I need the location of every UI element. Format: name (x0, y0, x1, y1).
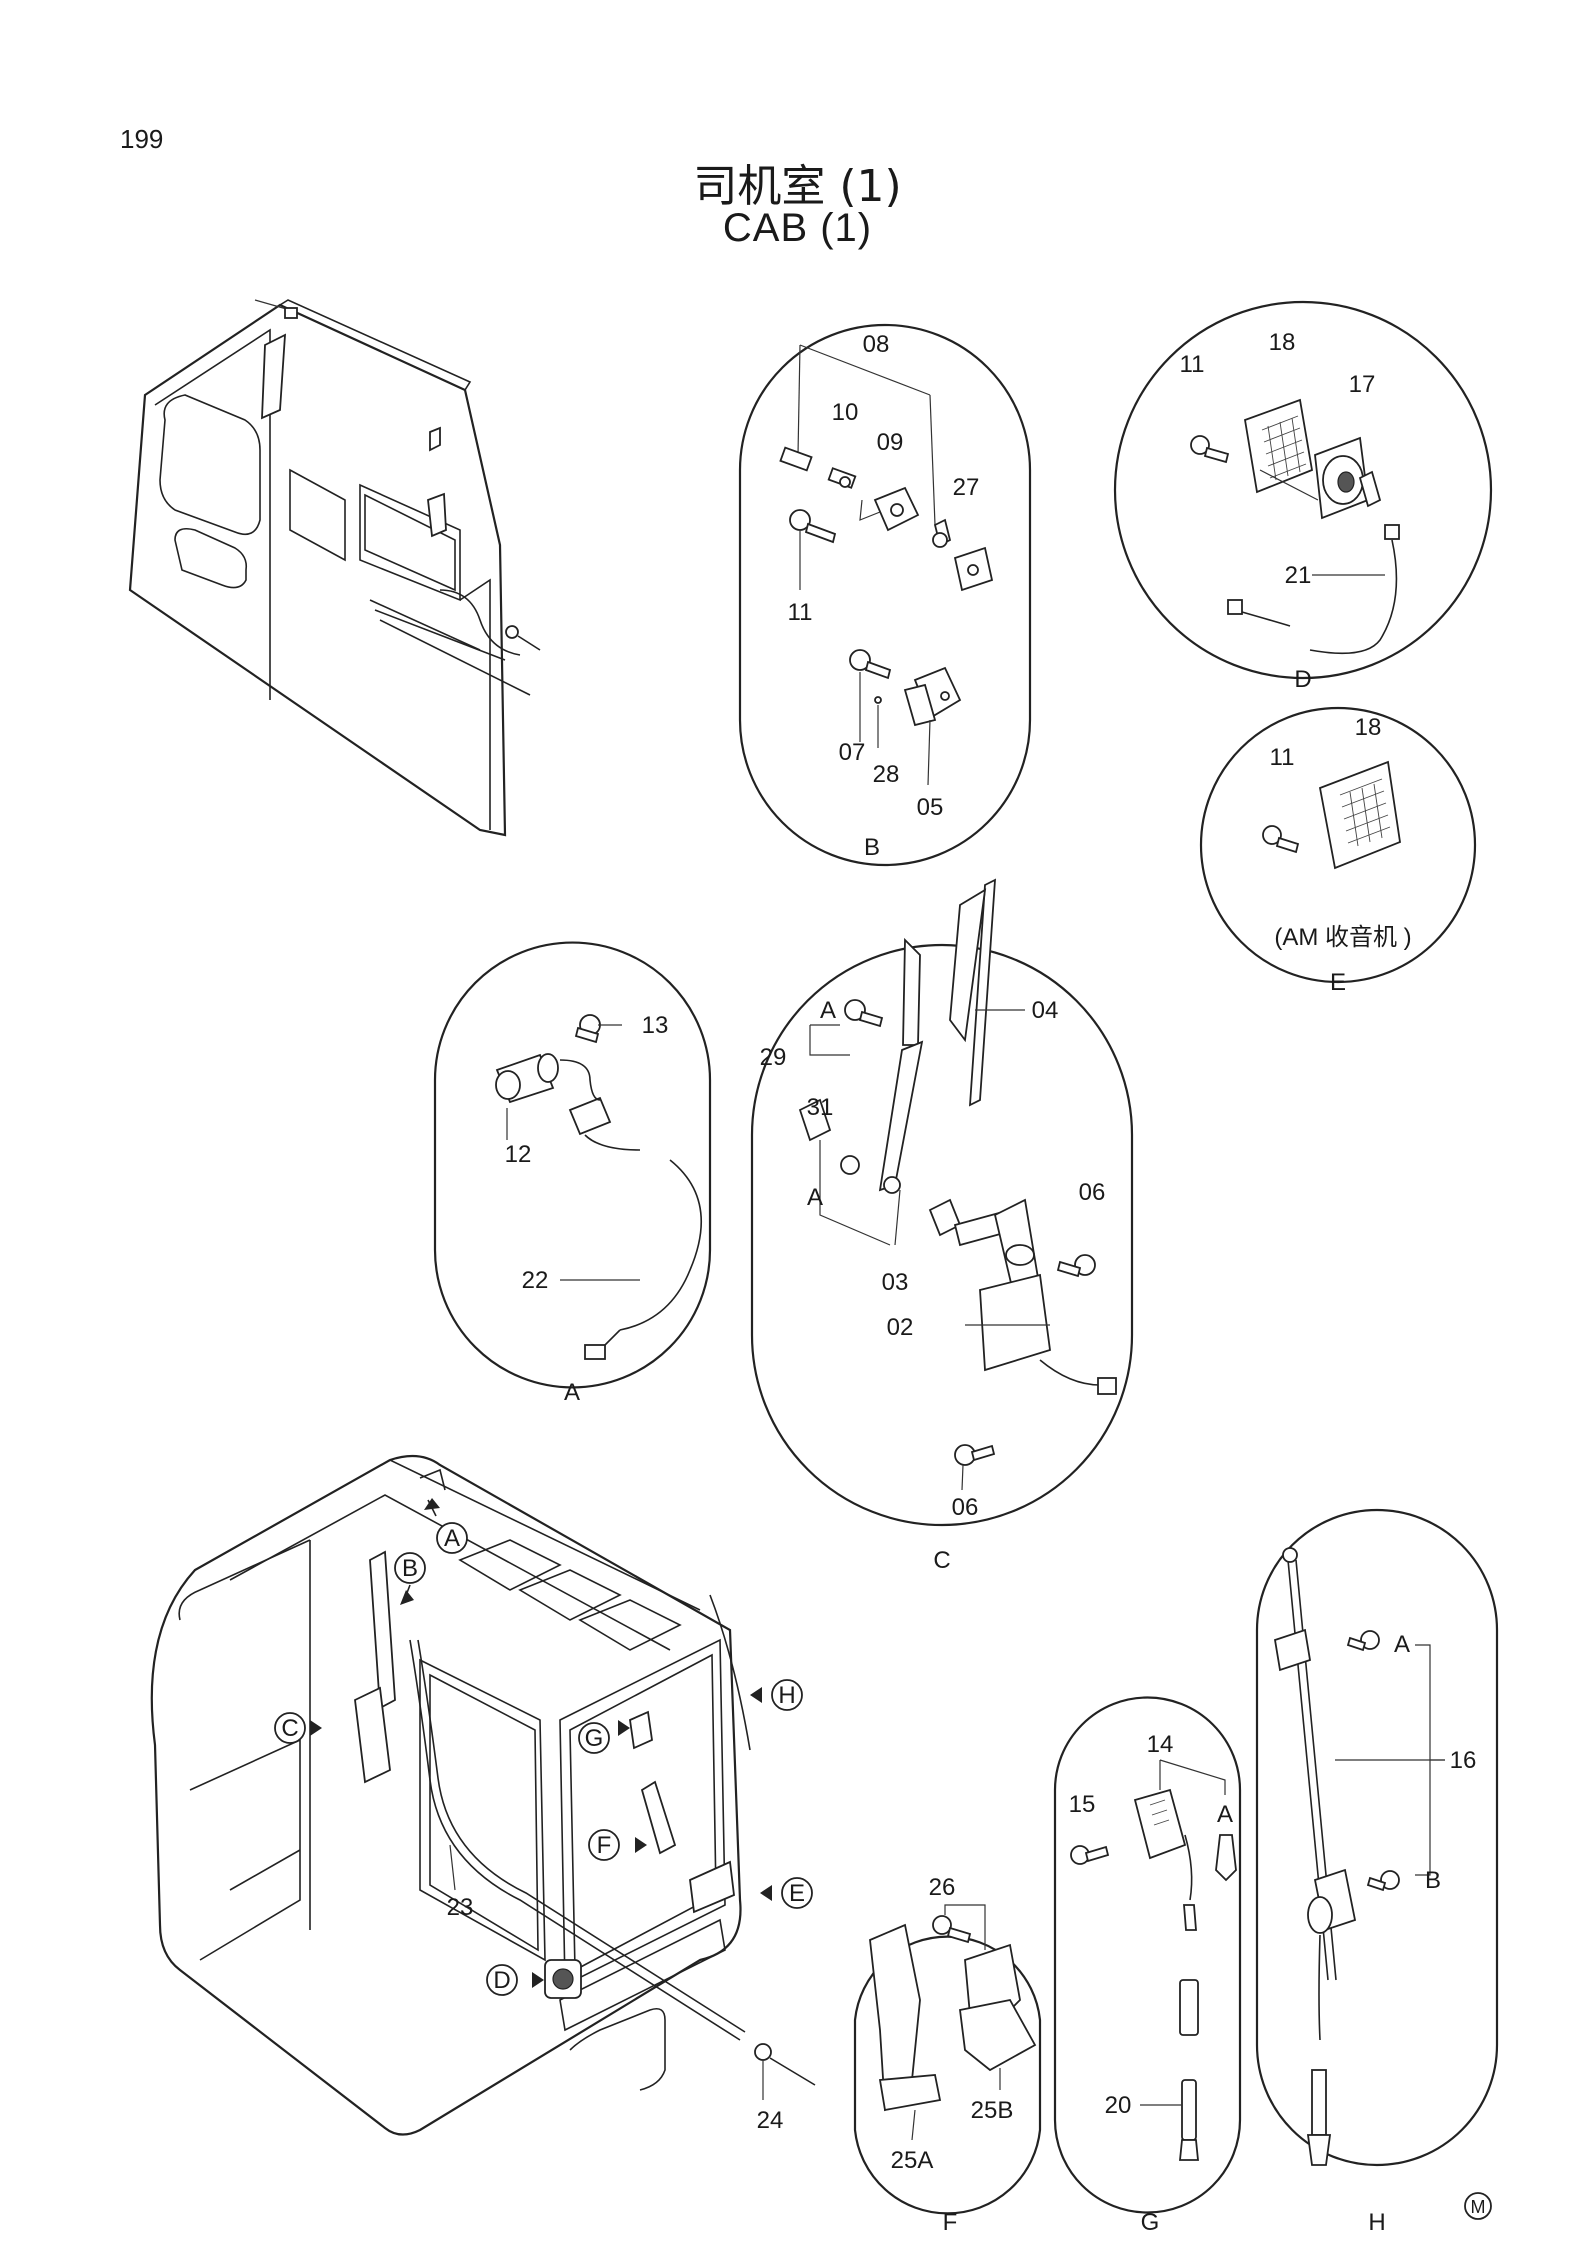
callout-c: C (274, 1712, 322, 1744)
detail-label-h: H (1368, 2209, 1385, 2236)
svg-text:B: B (402, 1555, 418, 1582)
title-chinese: 司机室 (1) (693, 161, 902, 212)
callout-g: G (578, 1720, 630, 1754)
part-label: 12 (505, 1141, 532, 1168)
part-label: 08 (863, 331, 890, 358)
svg-text:C: C (281, 1715, 298, 1742)
part-label: 07 (839, 739, 866, 766)
cab-callouts: A B C D E F G (274, 1498, 813, 1996)
callout-f: F (588, 1829, 647, 1861)
detail-label-g: G (1141, 2209, 1160, 2236)
callout-b: B (394, 1552, 426, 1605)
part-label: 02 (887, 1314, 914, 1341)
svg-text:H: H (778, 1682, 795, 1709)
corner-mark: M (1464, 2192, 1492, 2220)
leader-lines (449, 574, 1340, 2100)
detail-e-note: (AM 收音机 ) (1274, 924, 1411, 951)
page-number: 199 (120, 124, 164, 154)
detail-g (1053, 1696, 1242, 2214)
detail-c (750, 878, 1134, 1527)
part-label: 31 (807, 1094, 834, 1121)
part-label: 18 (1355, 714, 1382, 741)
part-label: 28 (873, 761, 900, 788)
sub-label: A (807, 1184, 823, 1211)
detail-d (1113, 300, 1493, 680)
part-label: 13 (642, 1012, 669, 1039)
detail-letter-labels: B D E A C F G H (564, 666, 1386, 2236)
part-label: 11 (1270, 744, 1295, 771)
sub-label: A (1217, 1801, 1233, 1828)
part-label: 05 (917, 794, 944, 821)
detail-h (1255, 1508, 1499, 2167)
detail-label-f: F (943, 2209, 958, 2236)
title-english: CAB (1) (722, 206, 873, 250)
sub-label: A (820, 997, 836, 1024)
part-label: 10 (832, 399, 859, 426)
detail-label-a: A (564, 1379, 580, 1406)
svg-text:D: D (493, 1967, 510, 1994)
part-label: 03 (882, 1269, 909, 1296)
svg-text:A: A (444, 1525, 460, 1552)
part-label: 15 (1069, 1791, 1096, 1818)
detail-b (738, 323, 1032, 867)
detail-a (433, 941, 712, 1389)
part-label: 22 (522, 1267, 549, 1294)
part-label: 27 (953, 474, 980, 501)
cab-overview-small (128, 299, 541, 837)
part-label: 11 (1180, 351, 1205, 378)
cab-overview-large (150, 1454, 816, 2136)
detail-label-e: E (1330, 969, 1346, 996)
svg-text:M: M (1471, 2197, 1486, 2217)
part-label: 25B (971, 2097, 1014, 2124)
part-label: 18 (1269, 329, 1296, 356)
part-label: 09 (877, 429, 904, 456)
detail-label-d: D (1294, 666, 1311, 693)
callout-e: E (760, 1877, 813, 1909)
svg-text:E: E (789, 1880, 805, 1907)
part-label: 20 (1105, 2092, 1132, 2119)
callout-d: D (486, 1964, 544, 1996)
part-label: 26 (929, 1874, 956, 1901)
sub-label: B (1425, 1867, 1441, 1894)
part-label: 14 (1147, 1731, 1174, 1758)
part-label: 23 (447, 1894, 474, 1921)
part-label: 16 (1450, 1747, 1477, 1774)
detail-label-b: B (864, 834, 880, 861)
part-label: 21 (1285, 562, 1312, 589)
part-label: 25A (891, 2147, 934, 2174)
part-label: 06 (1079, 1179, 1106, 1206)
part-label: 04 (1032, 997, 1059, 1024)
part-label: 06 (952, 1494, 979, 1521)
part-label: 11 (788, 599, 813, 626)
svg-text:G: G (585, 1725, 604, 1752)
callout-h: H (750, 1679, 803, 1711)
part-label: 17 (1349, 371, 1376, 398)
detail-e (1199, 706, 1477, 984)
part-number-labels: 08 10 09 27 11 07 28 05 11 18 17 21 11 1… (447, 329, 1477, 2174)
sub-reference-labels: A A A A B (807, 997, 1441, 1894)
part-label: 29 (760, 1044, 787, 1071)
callout-a: A (424, 1498, 468, 1554)
sub-label: A (1394, 1631, 1410, 1658)
detail-f (853, 1904, 1042, 2215)
svg-text:F: F (597, 1832, 612, 1859)
detail-label-c: C (933, 1547, 950, 1574)
part-label: 24 (757, 2107, 784, 2134)
